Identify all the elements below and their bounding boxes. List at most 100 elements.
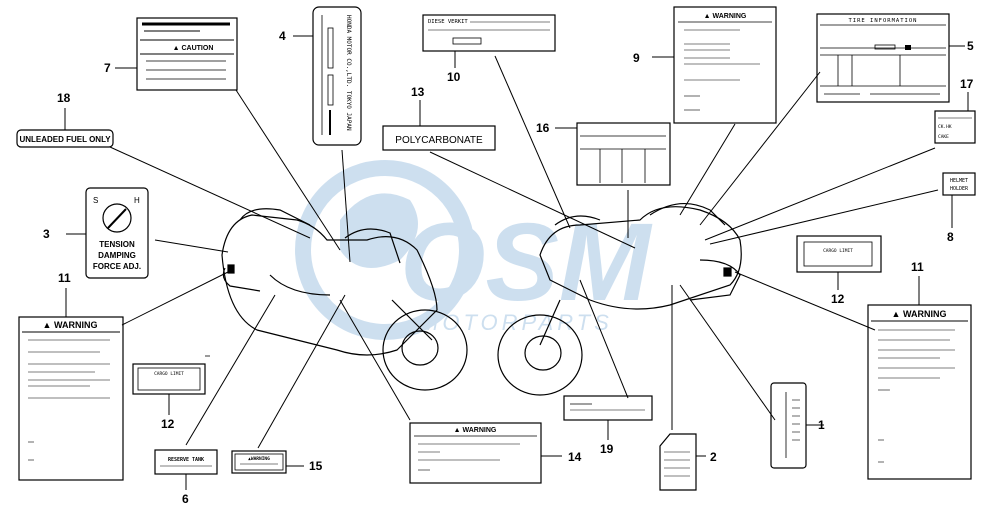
callout-15: 15 bbox=[309, 459, 323, 473]
helmet-text-1: HELMET bbox=[950, 178, 968, 184]
warning-bottom-text: ▲ WARNING bbox=[454, 427, 497, 434]
callout-8: 8 bbox=[947, 230, 954, 244]
bike-left-reflector bbox=[227, 264, 235, 274]
label-10-diesel: DIESE VERKIT bbox=[422, 14, 556, 52]
bike-right-front-wheel bbox=[497, 314, 583, 396]
helmet-text-2: HOLDER bbox=[950, 186, 969, 192]
callout-4: 4 bbox=[279, 29, 286, 43]
reserve-tank-text: RESERVE TANK bbox=[168, 457, 204, 463]
watermark-ring bbox=[295, 160, 475, 340]
bike-left-pannier bbox=[222, 267, 261, 292]
bike-right-screen bbox=[554, 215, 601, 226]
callout-17: 17 bbox=[960, 77, 974, 91]
callout-18: 18 bbox=[57, 91, 71, 105]
label-14-warning-bottom: ▲ WARNING bbox=[409, 422, 542, 484]
label-12-cargo-right: CARGO LIMIT bbox=[796, 235, 882, 273]
callout-6: 6 bbox=[182, 492, 189, 506]
label-15-warning-small: ▲WARNING bbox=[231, 450, 287, 474]
callout-12b: 12 bbox=[831, 292, 845, 306]
leader-3 bbox=[154, 239, 229, 253]
leader-15 bbox=[257, 294, 346, 449]
leader-13 bbox=[429, 151, 636, 249]
leader-7 bbox=[235, 89, 341, 251]
bike-left-seat bbox=[239, 208, 311, 226]
label-6-reserve-tank: RESERVE TANK bbox=[154, 449, 218, 475]
label-12-cargo-left: CARGO LIMIT bbox=[132, 355, 210, 395]
label-8-helmet-holder: HELMET HOLDER bbox=[942, 172, 976, 196]
watermark: OSM MOTORPARTS bbox=[295, 160, 653, 340]
bike-right-seat bbox=[649, 202, 726, 226]
leader-lines bbox=[109, 55, 939, 449]
callout-9: 9 bbox=[633, 51, 640, 65]
tension-text-1: TENSION bbox=[99, 240, 135, 249]
callout-7: 7 bbox=[104, 61, 111, 75]
warning-small-text: ▲WARNING bbox=[248, 456, 270, 462]
callout-numbers: 1 2 3 4 5 6 7 8 9 10 11 11 12 12 13 14 1… bbox=[43, 29, 974, 506]
bike-left-fork bbox=[391, 299, 433, 341]
motorcycle-right bbox=[497, 202, 742, 396]
warning-left-text: ▲ WARNING bbox=[43, 320, 98, 330]
bike-left-fairing-line bbox=[269, 274, 331, 296]
watermark-brand: OSM bbox=[400, 201, 653, 324]
bike-right-body bbox=[539, 206, 742, 310]
label-5-tire-info: TIRE INFORMATION bbox=[816, 13, 950, 103]
label-7-caution: ▲ CAUTION bbox=[136, 17, 238, 91]
leader-6 bbox=[185, 294, 276, 446]
motorcycle-left bbox=[221, 208, 468, 391]
label17-b: CAKE bbox=[938, 134, 949, 140]
label-19 bbox=[563, 395, 653, 421]
label-11-warning-left: ▲ WARNING bbox=[18, 316, 124, 481]
knob-h-text: H bbox=[134, 196, 140, 205]
leader-8 bbox=[709, 189, 939, 245]
bike-right-front-hub bbox=[524, 335, 562, 371]
leader-10 bbox=[494, 55, 571, 229]
watermark-globe bbox=[340, 193, 418, 268]
bike-left-front-wheel bbox=[382, 309, 468, 391]
leader-18 bbox=[109, 146, 311, 239]
label-3-tension-dial: S H TENSION DAMPING FORCE ADJ. bbox=[85, 187, 149, 279]
label-2-folded-card bbox=[659, 433, 697, 491]
callout-16: 16 bbox=[536, 121, 550, 135]
label-16-grid bbox=[576, 122, 671, 186]
leader-9 bbox=[679, 123, 736, 216]
honda-motor-text: HONDA MOTOR CO.,LTD. TOKYO JAPAN bbox=[345, 15, 352, 131]
leader-11a bbox=[121, 269, 233, 326]
label-13-polycarbonate: POLYCARBONATE bbox=[382, 125, 496, 151]
label-4-honda-plate: HONDA MOTOR CO.,LTD. TOKYO JAPAN bbox=[312, 6, 362, 146]
bike-left-screen bbox=[344, 228, 401, 264]
callout-14: 14 bbox=[568, 450, 582, 464]
callout-11b: 11 bbox=[911, 260, 924, 274]
callout-1: 1 bbox=[818, 418, 825, 432]
diesel-text: DIESE VERKIT bbox=[428, 19, 468, 25]
warning-right-text: ▲ WARNING bbox=[892, 309, 947, 319]
knob-icon bbox=[102, 203, 132, 233]
bike-right-fork bbox=[539, 299, 561, 346]
knob-s-text: S bbox=[93, 196, 98, 205]
polycarbonate-text: POLYCARBONATE bbox=[395, 135, 483, 146]
leader-5 bbox=[699, 71, 821, 226]
bike-right-reflector bbox=[723, 267, 732, 277]
label-17: CK.HK CAKE bbox=[934, 110, 976, 144]
cargo-left-text: CARGO LIMIT bbox=[154, 371, 184, 377]
callout-11a: 11 bbox=[58, 271, 71, 285]
leader-14 bbox=[339, 299, 411, 421]
callout-ticks bbox=[64, 35, 969, 490]
bike-right-pannier bbox=[689, 259, 741, 301]
warning-top-text: ▲ WARNING bbox=[704, 13, 747, 20]
callout-19: 19 bbox=[600, 442, 614, 456]
caution-text: ▲ CAUTION bbox=[173, 45, 214, 52]
leader-17 bbox=[704, 147, 936, 241]
bike-left-front-hub bbox=[401, 330, 439, 366]
label-1-strip bbox=[770, 382, 807, 469]
callout-12a: 12 bbox=[161, 417, 175, 431]
leader-1 bbox=[679, 284, 776, 421]
callout-2: 2 bbox=[710, 450, 717, 464]
label17-a: CK.HK bbox=[938, 124, 952, 130]
callout-10: 10 bbox=[447, 70, 461, 84]
label-11-warning-right: ▲ WARNING bbox=[867, 304, 972, 480]
tension-text-3: FORCE ADJ. bbox=[93, 262, 141, 271]
callout-5: 5 bbox=[967, 39, 974, 53]
bike-left-body bbox=[221, 214, 438, 356]
